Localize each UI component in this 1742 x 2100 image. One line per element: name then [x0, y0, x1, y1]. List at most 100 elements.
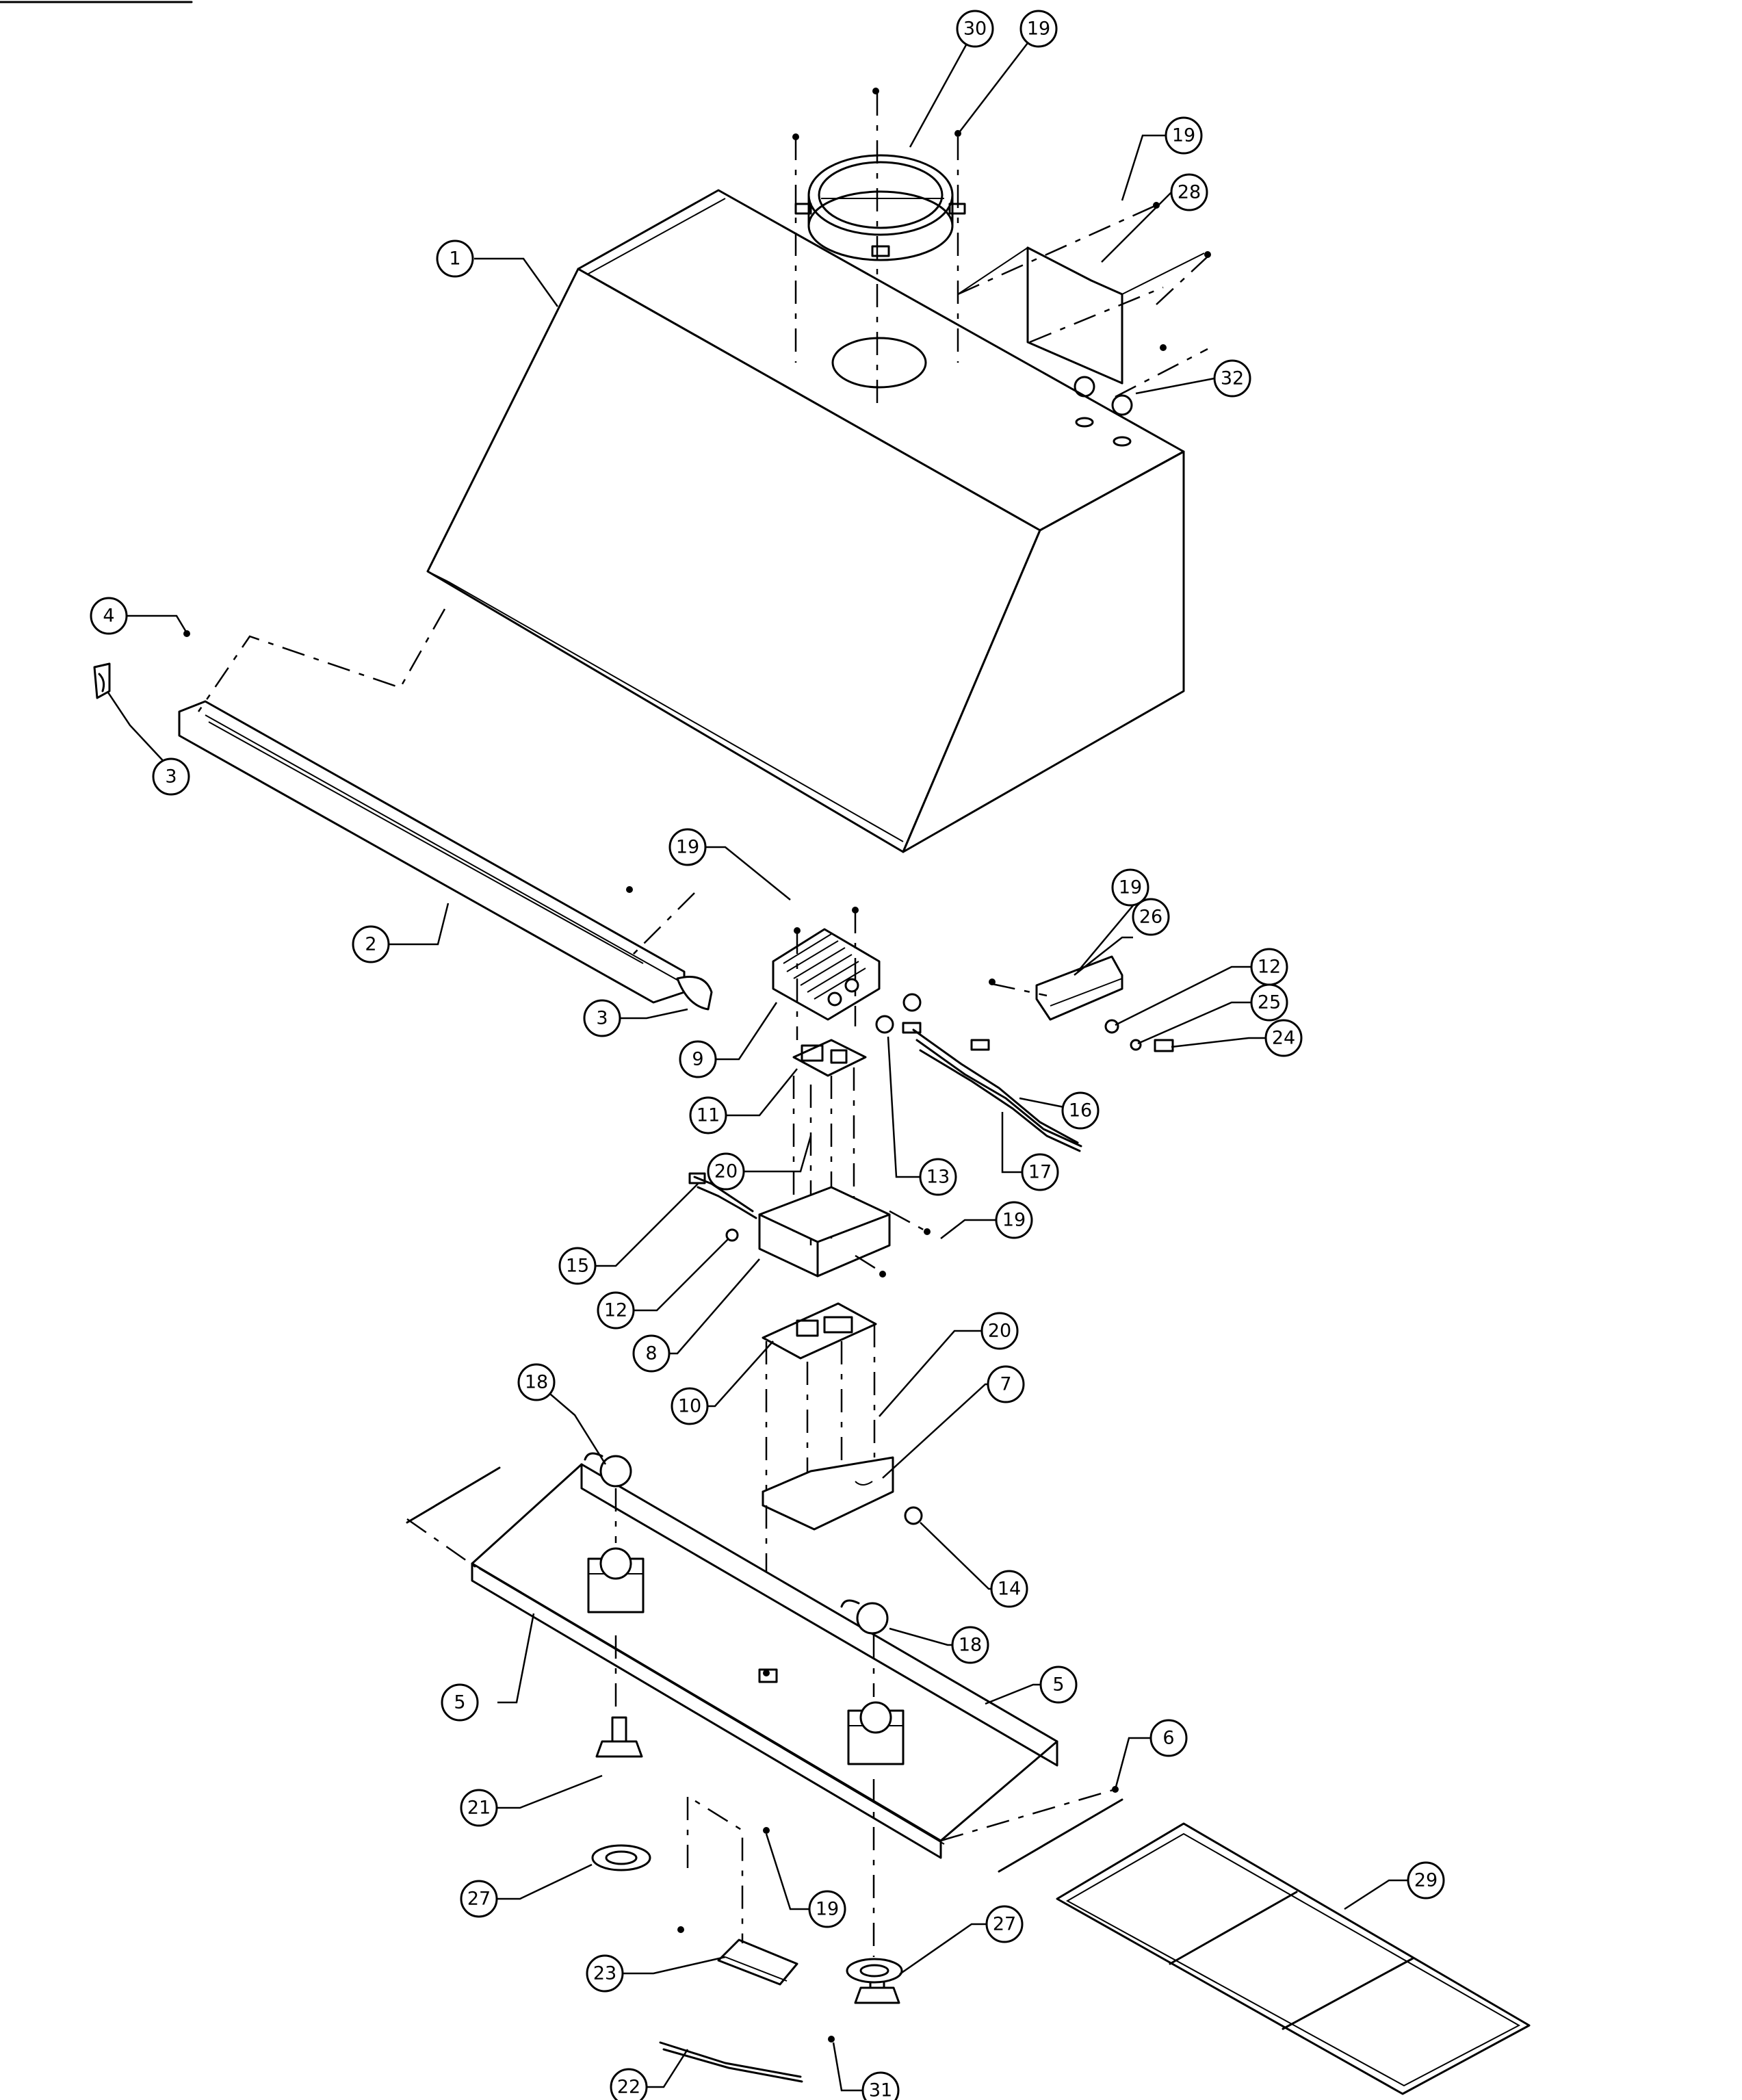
- callout-20-bottom: 20: [980, 1312, 1019, 1350]
- callout-18-left: 18: [517, 1363, 556, 1401]
- callout-20-top: 20: [707, 1152, 745, 1191]
- callout-13: 13: [919, 1158, 957, 1196]
- transformer-board: [762, 1302, 877, 1360]
- end-cap-left: [93, 662, 111, 699]
- svg-text:13: 13: [926, 1167, 950, 1188]
- callout-27-right: 27: [985, 1905, 1024, 1943]
- svg-text:28: 28: [1178, 182, 1201, 203]
- callout-32: 32: [1213, 359, 1251, 398]
- svg-text:5: 5: [454, 1692, 465, 1713]
- wire-harness: [902, 1022, 1082, 1152]
- callout-17: 17: [1021, 1153, 1059, 1191]
- control-board: [792, 1039, 867, 1077]
- callout-1: 1: [436, 239, 474, 278]
- svg-text:27: 27: [467, 1889, 491, 1910]
- svg-text:24: 24: [1272, 1028, 1295, 1049]
- svg-text:11: 11: [697, 1105, 720, 1126]
- front-trim: [178, 700, 686, 1004]
- callout-29: 29: [1407, 1861, 1445, 1900]
- callout-19-top: 19: [1019, 10, 1058, 48]
- callout-19-bracket: 19: [1111, 868, 1149, 907]
- callout-3-right: 3: [583, 999, 621, 1037]
- svg-text:6: 6: [1162, 1728, 1174, 1749]
- callout-5-right: 5: [1039, 1665, 1078, 1704]
- callout-11: 11: [689, 1096, 727, 1135]
- callout-19-motor: 19: [668, 828, 707, 866]
- trim-ring-right: [846, 1958, 903, 1984]
- trim-ring-left: [591, 1844, 651, 1871]
- svg-text:20: 20: [988, 1321, 1011, 1342]
- switch-rail: [717, 1939, 798, 1986]
- callout-6: 6: [1149, 1719, 1188, 1757]
- motor-housing: [772, 928, 881, 1021]
- socket-right: [840, 1599, 905, 1765]
- callout-25: 25: [1250, 983, 1288, 1022]
- callout-9: 9: [679, 1040, 717, 1078]
- svg-text:20: 20: [714, 1161, 738, 1182]
- callout-19-bottom: 19: [808, 1890, 846, 1928]
- svg-text:7: 7: [1000, 1374, 1011, 1395]
- callout-21: 21: [460, 1789, 498, 1827]
- svg-text:23: 23: [593, 1963, 616, 1984]
- svg-text:27: 27: [993, 1914, 1016, 1935]
- svg-text:18: 18: [525, 1372, 548, 1393]
- svg-text:4: 4: [103, 606, 114, 627]
- handle-bar: [659, 2041, 803, 2083]
- svg-text:1: 1: [449, 248, 460, 270]
- callout-15: 15: [558, 1247, 597, 1285]
- grease-filters: [1056, 1822, 1531, 2095]
- svg-text:19: 19: [816, 1899, 839, 1920]
- switch-nut: [1104, 1019, 1119, 1034]
- svg-text:9: 9: [692, 1049, 703, 1070]
- callout-5-left: 5: [441, 1683, 479, 1722]
- junction-box: [957, 246, 1205, 447]
- callout-23: 23: [586, 1954, 624, 1993]
- callout-28: 28: [1170, 173, 1208, 211]
- callout-2: 2: [352, 925, 390, 963]
- svg-text:30: 30: [963, 18, 987, 40]
- svg-text:25: 25: [1258, 992, 1281, 1013]
- svg-text:10: 10: [678, 1396, 701, 1417]
- callout-19-mid: 19: [995, 1201, 1033, 1239]
- svg-text:19: 19: [1002, 1210, 1026, 1231]
- callout-19-box: 19: [1165, 116, 1203, 155]
- svg-text:16: 16: [1069, 1100, 1092, 1122]
- callout-8: 8: [632, 1334, 671, 1373]
- callout-10: 10: [671, 1387, 709, 1425]
- callout-31: 31: [861, 2071, 900, 2100]
- wiring-bracket: [688, 1172, 891, 1278]
- svg-text:18: 18: [959, 1635, 982, 1656]
- svg-text:26: 26: [1139, 907, 1162, 928]
- svg-text:19: 19: [1172, 125, 1195, 146]
- screws: [183, 88, 1211, 2043]
- svg-text:29: 29: [1414, 1870, 1438, 1891]
- callout-12-top: 12: [1250, 948, 1288, 986]
- socket-left: [584, 1452, 645, 1613]
- callout-22: 22: [610, 2068, 648, 2100]
- callout-12-bottom: 12: [597, 1291, 635, 1330]
- callout-26: 26: [1132, 898, 1170, 936]
- switch-bracket: [1035, 955, 1123, 1021]
- svg-text:12: 12: [1258, 957, 1281, 978]
- callout-30: 30: [956, 10, 994, 48]
- callout-27-left: 27: [460, 1880, 498, 1918]
- callout-3-left: 3: [152, 757, 190, 796]
- svg-text:14: 14: [998, 1579, 1021, 1600]
- svg-text:22: 22: [617, 2077, 640, 2098]
- svg-text:5: 5: [1052, 1674, 1064, 1696]
- svg-text:31: 31: [869, 2080, 892, 2100]
- svg-text:12: 12: [604, 1300, 627, 1321]
- callout-18-right: 18: [951, 1626, 989, 1664]
- hood-body: [426, 189, 1185, 853]
- svg-text:19: 19: [1119, 877, 1142, 898]
- switch-knob: [1130, 1039, 1174, 1052]
- duct-collar: [794, 154, 966, 261]
- svg-text:19: 19: [676, 837, 699, 858]
- svg-text:3: 3: [165, 766, 177, 788]
- svg-text:17: 17: [1028, 1162, 1052, 1183]
- svg-text:3: 3: [596, 1008, 608, 1029]
- svg-text:8: 8: [645, 1343, 657, 1364]
- callout-7: 7: [987, 1365, 1025, 1403]
- callout-14: 14: [990, 1570, 1028, 1608]
